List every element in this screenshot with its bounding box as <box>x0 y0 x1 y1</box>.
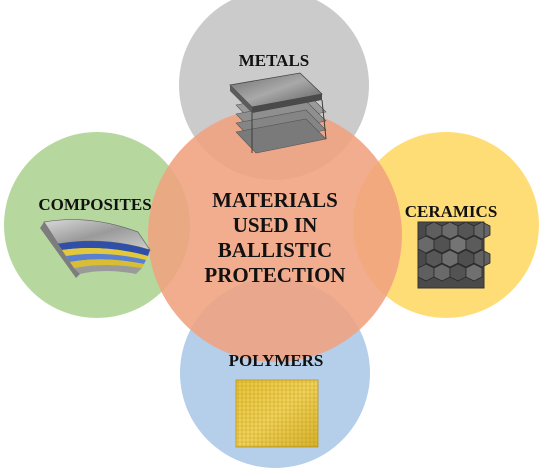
polymers-label: POLYMERS <box>229 351 324 370</box>
center-circle <box>148 108 402 362</box>
hexagonal-ceramic-tiles-icon <box>417 221 491 289</box>
ceramics-label: CERAMICS <box>405 202 498 221</box>
metals-label: METALS <box>239 51 310 70</box>
center-title-line-2: USED IN <box>233 213 318 237</box>
center-title-line-1: MATERIALS <box>212 188 338 212</box>
woven-aramid-fabric-icon <box>235 379 319 448</box>
center-title-line-4: PROTECTION <box>204 263 345 287</box>
center-title: MATERIALS USED IN BALLISTIC PROTECTION <box>204 188 345 287</box>
center-title-line-3: BALLISTIC <box>218 238 332 262</box>
layered-composite-panel-icon <box>40 219 151 278</box>
composites-label: COMPOSITES <box>38 195 151 214</box>
stacked-steel-plates-icon <box>229 72 327 154</box>
